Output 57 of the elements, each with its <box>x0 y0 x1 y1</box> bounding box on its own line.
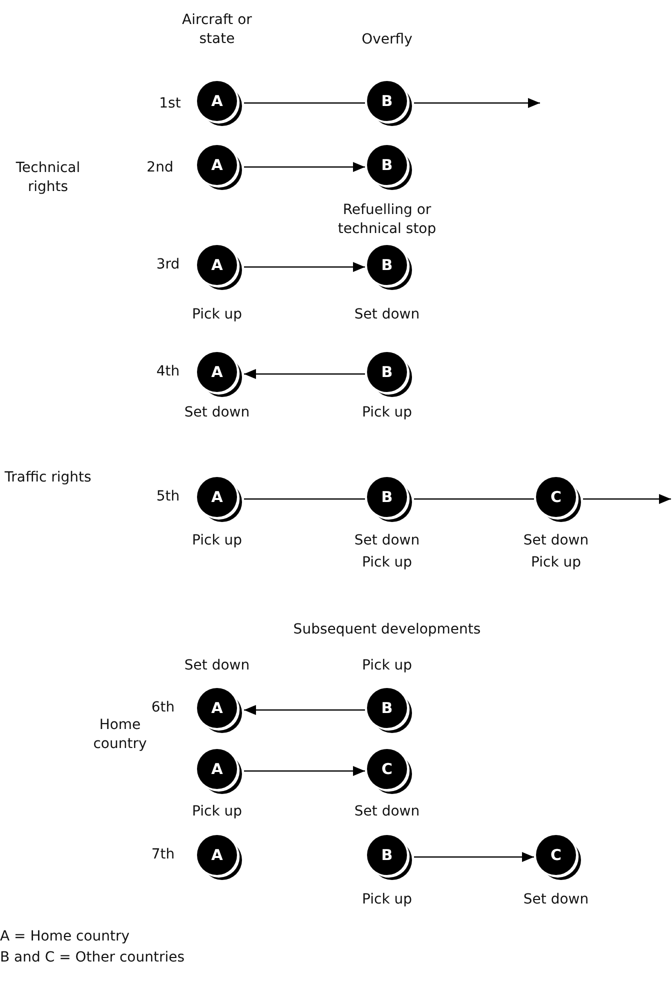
node-caption: Refuelling or technical stop <box>336 201 438 239</box>
row-label: Home country <box>92 716 148 754</box>
node-letter: B <box>380 91 394 112</box>
legend-note: A = Home country <box>0 928 130 946</box>
row-label: 5th <box>156 488 180 506</box>
row-label: Traffic rights <box>4 468 92 488</box>
arrow <box>244 162 365 172</box>
node-caption: Pick up <box>362 404 412 422</box>
arrow <box>244 705 365 715</box>
node-caption: Pick up <box>362 890 412 910</box>
node-letter: A <box>210 155 224 176</box>
node-letter: C <box>380 759 394 780</box>
node-caption: Set down <box>523 532 589 550</box>
node-letter: A <box>210 759 224 780</box>
node-caption: Set down <box>523 890 589 910</box>
node-caption: Set down <box>184 656 250 676</box>
node-caption: Overfly <box>362 30 412 50</box>
node-caption: Set down <box>354 802 420 822</box>
node-letter: B <box>380 155 394 176</box>
node-caption: Pick up <box>362 656 412 676</box>
node-letter: A <box>210 845 224 866</box>
node-letter: B <box>380 255 394 276</box>
node-caption: Pick up <box>362 554 412 572</box>
node-caption: Pick up <box>192 802 242 822</box>
node-letter: B <box>380 698 394 719</box>
node-letter: A <box>210 487 224 508</box>
row-label: 4th <box>156 362 180 382</box>
node-caption: Set down <box>354 306 420 324</box>
arrow <box>244 262 365 272</box>
node-caption: Set down <box>354 532 420 550</box>
legend-note: B and C = Other countries <box>0 948 185 968</box>
row-label: 1st <box>159 94 181 114</box>
node-letter: A <box>210 255 224 276</box>
row-label: Technical rights <box>14 159 82 197</box>
node-caption: Pick up <box>530 554 582 572</box>
node-caption: Pick up <box>192 306 242 324</box>
row-label: 3rd <box>156 256 180 274</box>
node-caption: Pick up <box>192 532 242 550</box>
node-letter: B <box>380 487 394 508</box>
arrow <box>583 494 671 504</box>
arrow <box>414 98 540 108</box>
row-label: Subsequent developments <box>293 620 481 640</box>
row-label: 7th <box>151 846 175 864</box>
arrow <box>414 852 534 862</box>
node-letter: C <box>549 487 562 508</box>
node-letter: A <box>210 91 224 112</box>
arrow <box>244 369 365 379</box>
arrow <box>244 766 365 776</box>
node-letter: C <box>549 845 562 866</box>
node-letter: A <box>210 698 224 719</box>
row-label: 2nd <box>146 158 174 178</box>
row-label: 6th <box>151 698 175 718</box>
node-caption: Set down <box>184 404 250 422</box>
node-caption: Aircraft or state <box>181 11 253 49</box>
node-letter: B <box>380 845 394 866</box>
node-letter: A <box>210 362 224 383</box>
node-letter: B <box>380 362 394 383</box>
